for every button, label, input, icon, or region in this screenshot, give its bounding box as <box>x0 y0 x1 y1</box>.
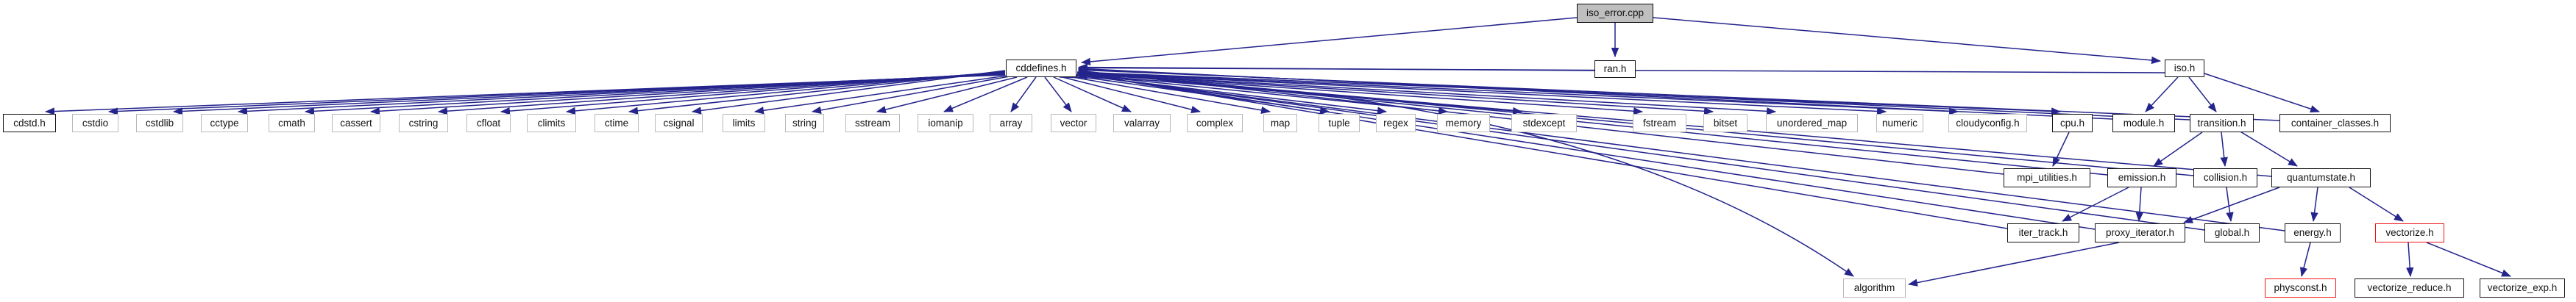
node-regex: regex <box>1376 114 1416 132</box>
edge-transition-collision <box>2220 132 2228 168</box>
edge-cddefines-array <box>1010 76 1037 112</box>
node-iter_track.h[interactable]: iter_track.h <box>2007 223 2079 242</box>
node-unordered_map: unordered_map <box>1766 114 1858 132</box>
edge-cddefines-cloudyconfig <box>1076 71 1959 115</box>
node-module.h[interactable]: module.h <box>2112 114 2175 132</box>
node-memory: memory <box>1437 114 1490 132</box>
node-iso.h[interactable]: iso.h <box>2165 60 2204 77</box>
node-map: map <box>1263 114 1297 132</box>
edge-cddefines-limits <box>753 75 1007 115</box>
node-complex: complex <box>1187 114 1243 132</box>
node-tuple: tuple <box>1319 114 1360 132</box>
node-collision.h[interactable]: collision.h <box>2193 168 2257 187</box>
edge-global-cddefines <box>1077 71 2205 231</box>
node-cpu.h[interactable]: cpu.h <box>2052 114 2093 132</box>
edge-cddefines-complex <box>1062 76 1202 114</box>
edge-iter_track-cddefines <box>1077 71 2008 229</box>
edge-cddefines-csignal <box>691 70 1006 115</box>
edge-cpu-mpi_utilities <box>2052 132 2070 167</box>
edge-cddefines-cpu <box>1076 71 2062 115</box>
node-cfloat: cfloat <box>466 114 511 132</box>
edge-cddefines-vector <box>1044 76 1072 112</box>
edge-iso_error-cddefines <box>1080 17 1578 66</box>
node-emission.h[interactable]: emission.h <box>2107 168 2176 187</box>
node-bitset: bitset <box>1703 114 1748 132</box>
edge-emission-iter_track <box>2062 187 2129 222</box>
node-climits: climits <box>527 114 576 132</box>
edge-cddefines-bitset <box>1076 73 1714 115</box>
edge-iso_error-iso <box>1653 17 2162 65</box>
edge-iso-module <box>2145 76 2179 112</box>
node-cctype: cctype <box>201 114 248 132</box>
edge-cddefines-unordered_map <box>1076 72 1777 115</box>
node-cstdio: cstdio <box>72 114 118 132</box>
edge-transition-emission <box>2153 132 2203 167</box>
edge-cddefines-memory <box>1076 73 1449 115</box>
edge-proxy_iterator-cddefines <box>1077 71 2096 230</box>
node-vectorize_reduce.h[interactable]: vectorize_reduce.h <box>2355 278 2464 298</box>
edge-cddefines-sstream <box>876 76 1018 114</box>
node-global.h[interactable]: global.h <box>2204 223 2260 242</box>
node-container_classes.h[interactable]: container_classes.h <box>2279 114 2391 132</box>
node-cstdlib: cstdlib <box>136 114 183 132</box>
edge-quantumstate-proxy_iterator <box>2183 187 2280 223</box>
edge-transition-quantumstate <box>2238 130 2298 167</box>
edge-quantumstate-energy <box>2310 187 2318 223</box>
edge-cddefines-string <box>811 76 1010 115</box>
node-array: array <box>990 114 1032 132</box>
edge-cddefines-fstream <box>1076 73 1644 115</box>
edge-emission-proxy_iterator <box>2135 187 2143 223</box>
edge-cddefines-ctime <box>628 70 1006 115</box>
node-cassert: cassert <box>332 114 380 132</box>
edge-quantumstate-vectorize <box>2349 187 2404 222</box>
edge-cddefines-iomanip <box>943 76 1028 112</box>
edge-cddefines-numeric <box>1076 72 1887 115</box>
edge-cddefines-tuple <box>1072 75 1330 115</box>
node-cloudyconfig.h: cloudyconfig.h <box>1948 114 2027 132</box>
node-ran.h[interactable]: ran.h <box>1594 60 1636 78</box>
node-sstream: sstream <box>845 114 900 132</box>
node-iomanip: iomanip <box>918 114 973 132</box>
edge-iso-transition <box>2188 76 2217 112</box>
node-ctime: ctime <box>595 114 639 132</box>
edge-cddefines-valarray <box>1053 76 1132 112</box>
edge-vectorize-vectorize_reduce <box>2406 242 2414 278</box>
edge-container_classes-cddefines <box>1077 66 2280 121</box>
edge-iso-container_classes <box>2204 73 2320 113</box>
edge-cddefines-cfloat <box>500 71 1006 115</box>
node-physconst.h[interactable]: physconst.h <box>2265 278 2336 298</box>
node-stdexcept: stdexcept <box>1511 114 1577 132</box>
node-vectorize.h[interactable]: vectorize.h <box>2375 223 2444 242</box>
node-string: string <box>785 114 824 132</box>
edge-energy-cddefines <box>1077 72 2285 231</box>
edge-cddefines-climits <box>565 71 1006 115</box>
node-vector: vector <box>1051 114 1096 132</box>
node-quantumstate.h[interactable]: quantumstate.h <box>2271 168 2371 187</box>
node-proxy_iterator.h[interactable]: proxy_iterator.h <box>2095 223 2185 242</box>
edge-cddefines-regex <box>1075 74 1388 115</box>
node-algorithm: algorithm <box>1843 278 1906 298</box>
node-fstream: fstream <box>1633 114 1686 132</box>
node-vectorize_exp.h[interactable]: vectorize_exp.h <box>2480 278 2565 298</box>
edge-energy-physconst <box>2299 242 2311 278</box>
edge-cddefines-map <box>1068 76 1271 115</box>
node-energy.h[interactable]: energy.h <box>2285 223 2341 242</box>
node-limits: limits <box>723 114 765 132</box>
node-numeric: numeric <box>1876 114 1923 132</box>
node-cmath: cmath <box>269 114 315 132</box>
node-iso_error.cpp: iso_error.cpp <box>1577 4 1653 23</box>
node-transition.h[interactable]: transition.h <box>2190 114 2254 132</box>
edge-vectorize-vectorize_exp <box>2426 242 2511 277</box>
node-cdstd.h[interactable]: cdstd.h <box>3 114 56 132</box>
edge-collision-global <box>2226 187 2234 223</box>
node-mpi_utilities.h[interactable]: mpi_utilities.h <box>2004 168 2090 187</box>
edge-proxy_iterator-algorithm <box>1907 242 2120 287</box>
node-csignal: csignal <box>655 114 703 132</box>
node-cddefines.h[interactable]: cddefines.h <box>1006 60 1076 77</box>
node-cstring: cstring <box>399 114 448 132</box>
node-valarray: valarray <box>1113 114 1171 132</box>
